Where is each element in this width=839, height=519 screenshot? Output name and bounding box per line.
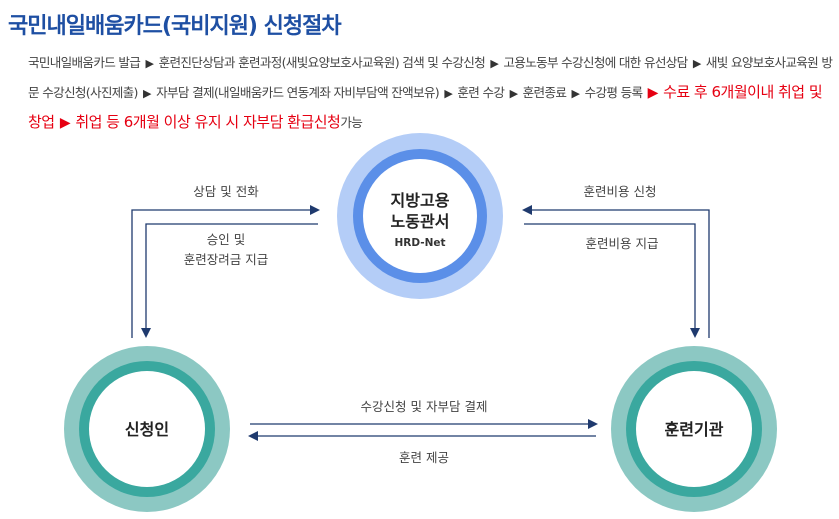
flow-label-applicant-to-hrd: 상담 및 전화: [193, 184, 259, 199]
step-4: 새빛 요양보호사교육원 방문 수강신청(사진제출): [28, 55, 833, 100]
flow-arrow-institution-to-hrd: [522, 205, 710, 338]
step-arrow-icon: ▶: [490, 57, 499, 70]
flow-label-institution-to-applicant: 훈련 제공: [399, 450, 449, 465]
step-1: 국민내일배움카드 발급: [28, 55, 141, 70]
step-5: 자부담 결제(내일배움카드 연동계좌 자비부담액 잔액보유): [156, 85, 440, 100]
node-institution-label: 훈련기관: [665, 420, 724, 439]
node-hrd-line1: 지방고용: [391, 191, 450, 210]
flow-arrow-applicant-to-hrd: [131, 205, 320, 338]
node-institution: 훈련기관: [611, 346, 777, 512]
procedure-steps: 국민내일배움카드 발급 ▶ 훈련진단상담과 훈련과정(새빛요양보호사교육원) 검…: [28, 48, 836, 138]
tail-text: 가능: [340, 115, 363, 130]
page-title: 국민내일배움카드(국비지원) 신청절차: [8, 14, 342, 39]
node-applicant: 신청인: [64, 346, 230, 512]
step-arrow-icon: ▶: [571, 87, 580, 100]
step-arrow-icon: ▶: [145, 57, 154, 70]
flow-label-hrd-to-applicant-2: 훈련장려금 지급: [184, 252, 268, 267]
highlight-arrow-icon: ▶: [647, 85, 659, 101]
step-arrow-icon: ▶: [444, 87, 453, 100]
step-arrow-icon: ▶: [143, 87, 151, 100]
step-arrow-icon: ▶: [692, 57, 701, 70]
flow-arrow-hrd-to-institution: [524, 223, 700, 338]
step-arrow-icon: ▶: [509, 87, 518, 100]
step-3: 고용노동부 수강신청에 대한 유선상담: [503, 55, 688, 70]
flow-label-applicant-to-institution: 수강신청 및 자부담 결제: [361, 399, 488, 414]
highlight-1: 수료 후 6개월이내 취업 및 창업: [28, 83, 823, 131]
node-applicant-label: 신청인: [125, 420, 169, 439]
node-hrd: 지방고용 노동관서 HRD-Net: [337, 133, 503, 299]
flow-label-hrd-to-applicant-1: 승인 및: [207, 232, 245, 247]
step-7: 훈련종료: [522, 85, 567, 100]
step-2: 훈련진단상담과 훈련과정(새빛요양보호사교육원) 검색 및 수강신청: [158, 55, 486, 70]
step-6: 훈련 수강: [457, 85, 505, 100]
flow-label-hrd-to-institution: 훈련비용 지급: [586, 236, 659, 251]
node-hrd-sub: HRD-Net: [394, 237, 445, 249]
flow-arrow-hrd-to-applicant: [141, 223, 318, 338]
highlight-2: 취업 등 6개월 이상 유지 시 자부담 환급신청: [75, 113, 341, 131]
step-8: 수강평 등록: [584, 85, 643, 100]
highlight-arrow-icon: ▶: [59, 115, 71, 131]
node-hrd-line2: 노동관서: [391, 212, 450, 231]
flow-label-institution-to-hrd: 훈련비용 신청: [584, 184, 657, 199]
